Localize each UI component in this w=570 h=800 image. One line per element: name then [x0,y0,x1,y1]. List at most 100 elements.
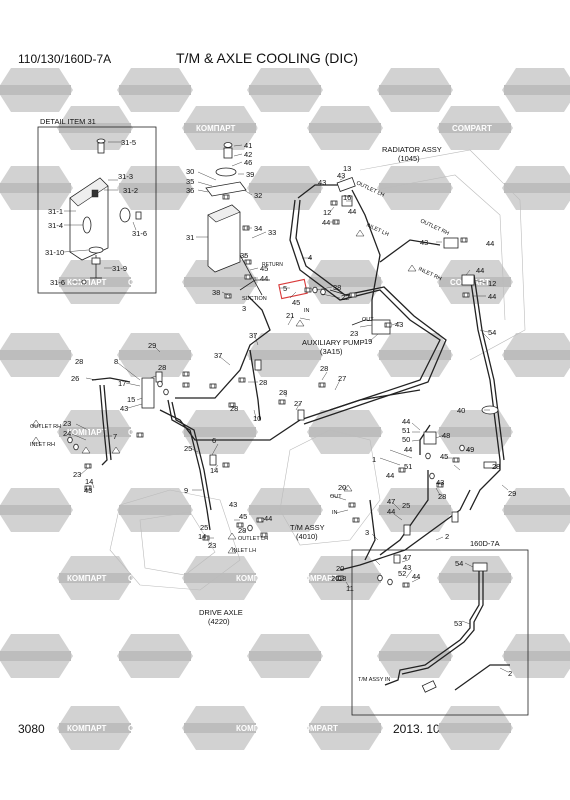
callout-25: 25 [184,444,192,453]
inlet-rh-label: INLET RH [417,266,442,282]
callout-30: 30 [186,167,194,176]
callout-48: 48 [442,431,450,440]
callout-22: 22 [341,293,349,302]
callout-50: 50 [402,435,410,444]
callout-31-10: 31-10 [45,248,64,257]
callout-49: 49 [466,445,474,454]
watermark-text: КОМПАРТ [67,724,107,733]
callout-3: 3 [365,528,369,537]
callout-36: 36 [186,186,194,195]
detail-title: DETAIL ITEM 31 [40,117,96,126]
callout-14: 14 [210,466,218,475]
callout-20: 20 [336,564,344,573]
watermark-text: КОМПАРТ [236,574,276,583]
callout-44: 44 [386,471,394,480]
callout-28: 28 [230,404,238,413]
callout-23: 23 [350,329,358,338]
callout-53: 53 [454,619,462,628]
callout-54: 54 [455,559,463,568]
callout-7: 7 [113,432,117,441]
detail-31-box: DETAIL ITEM 31 [37,117,157,294]
watermark-text: КОМПАРТ [67,574,107,583]
watermark-text: COMPART [128,574,168,583]
leader-lines [71,144,509,589]
callout-13: 13 [343,164,351,173]
model-number: 110/130/160D-7A [18,52,112,66]
callout-21: 21 [286,311,294,320]
callout-44: 44 [264,514,272,523]
callout-44: 44 [488,292,496,301]
inlet-lh-label: INLET LH [365,222,389,238]
callout-37: 37 [249,331,257,340]
radiator-code: (1045) [398,154,420,163]
callout-2: 2 [508,669,512,678]
callout-28: 28 [75,357,83,366]
pipe-network [91,184,505,571]
callout-11: 11 [346,584,354,593]
callout-1: 1 [372,455,376,464]
callout-31-2: 31-2 [123,186,138,195]
in-port-label: IN [304,308,310,314]
callout-28: 28 [320,364,328,373]
out-port-label-2: OUT [330,494,342,500]
watermark-text: КОМПАРТ [236,724,276,733]
callout-52: 52 [398,569,406,578]
callout-31-9: 31-9 [112,264,127,273]
callout-9: 9 [184,486,188,495]
outlet-lh-label-2: OUTLET LH [238,536,268,542]
callout-47: 47 [387,497,395,506]
watermark-text: КОМПАРТ [196,124,236,133]
callout-44: 44 [348,207,356,216]
callout-31-6: 31-6 [50,278,65,287]
callout-35: 35 [186,177,194,186]
callout-29: 29 [508,489,516,498]
callout-45: 45 [260,264,268,273]
callout-44: 44 [387,507,395,516]
callout-23: 23 [63,419,71,428]
watermark-text: КОМПАРТ [67,278,107,287]
callout-43: 43 [120,404,128,413]
callout-51: 51 [402,426,410,435]
callout-28: 28 [259,378,267,387]
inlet-rh-label-2: INLET RH [30,442,55,448]
callout-12: 12 [488,279,496,288]
callout-44: 44 [402,417,410,426]
return-port-label: RETURN [262,262,283,268]
callout-19: 19 [364,337,372,346]
callout-44: 44 [486,239,494,248]
callout-39: 39 [246,170,254,179]
callout-31-1: 31-1 [48,207,63,216]
page-title: T/M & AXLE COOLING (DIC) [176,50,359,66]
watermark-text: COMPART [128,724,168,733]
callout-20: 20 [331,574,339,583]
callout-45: 45 [239,512,247,521]
watermark-text: COMPART [257,124,297,133]
manifold [141,377,155,409]
callout-28: 28 [492,462,500,471]
callout-33: 33 [268,228,276,237]
callout-38: 38 [212,288,220,297]
callout-25: 25 [402,501,410,510]
callout-4: 4 [308,253,312,262]
callout-25: 25 [200,523,208,532]
callout-43: 43 [403,563,411,572]
callout-18: 18 [338,574,346,583]
callout-24: 24 [63,429,71,438]
suction-port-label: SUCTION [242,296,267,302]
callout-32: 32 [254,191,262,200]
callout-42: 42 [244,150,252,159]
callout-28: 28 [279,388,287,397]
callout-43: 43 [229,500,237,509]
callout-43: 43 [420,238,428,247]
callout-35: 35 [240,251,248,260]
callout-44: 44 [322,218,330,227]
out-port-label: OUT [362,317,374,323]
callout-41: 41 [244,141,252,150]
callout-6: 6 [212,436,216,445]
callout-26: 26 [71,374,79,383]
callout-43: 43 [318,178,326,187]
callout-44: 44 [476,266,484,275]
drive-axle-label: DRIVE AXLE [199,608,243,617]
callout-37: 37 [214,351,222,360]
